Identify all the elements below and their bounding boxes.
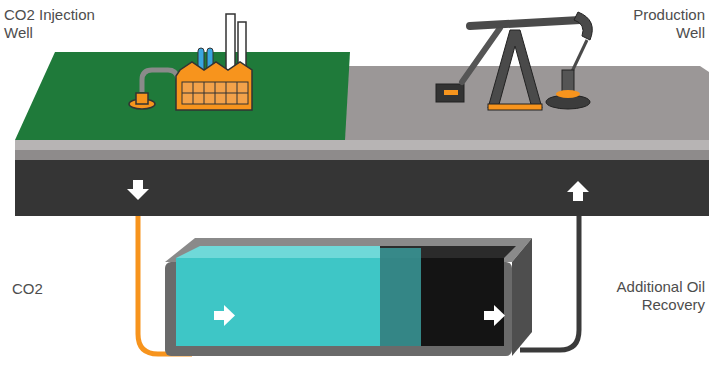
label: Production Well — [613, 6, 705, 42]
pump-jack — [436, 12, 592, 110]
ground-slab — [15, 140, 709, 150]
pump-jack — [562, 70, 574, 92]
ground-slab — [15, 52, 350, 140]
pump-jack — [556, 90, 580, 98]
reservoir — [165, 238, 532, 356]
flow-arrow-oil — [484, 305, 505, 326]
flow-arrow-oil — [484, 311, 494, 320]
flow-arrow-co2 — [224, 305, 235, 326]
reservoir — [380, 248, 421, 346]
pump-jack — [488, 104, 542, 110]
pump-jack — [444, 90, 458, 95]
flow-arrow-co2 — [214, 305, 235, 326]
co2-factory — [182, 82, 248, 104]
reservoir — [512, 238, 532, 356]
pump-jack — [436, 84, 464, 102]
ground-slab — [15, 150, 709, 160]
pump-jack — [462, 28, 500, 82]
flow-arrow-co2 — [214, 311, 224, 320]
flow-arrow-up — [573, 192, 583, 201]
label: Additional Oil Recovery — [601, 278, 705, 314]
label: CO2 — [12, 280, 72, 298]
co2-factory — [136, 93, 148, 104]
pump-jack — [470, 20, 580, 26]
flow-arrow-down — [133, 180, 143, 189]
co2-factory — [142, 70, 178, 92]
ground-slab — [15, 160, 709, 216]
co2-factory — [226, 14, 235, 74]
pump-jack — [488, 30, 542, 108]
co2-factory — [129, 14, 252, 110]
flow-arrow-oil — [494, 305, 505, 326]
label: CO2 Injection Well — [4, 6, 122, 42]
co2-factory — [176, 62, 252, 110]
flow-arrow-down — [127, 189, 149, 200]
flow-arrow-down — [127, 180, 149, 200]
pump-jack — [574, 12, 592, 40]
ground-slab — [15, 52, 709, 216]
co2-factory — [182, 82, 248, 104]
flow-arrow-up — [567, 181, 589, 192]
flow-arrow-up — [567, 181, 589, 201]
